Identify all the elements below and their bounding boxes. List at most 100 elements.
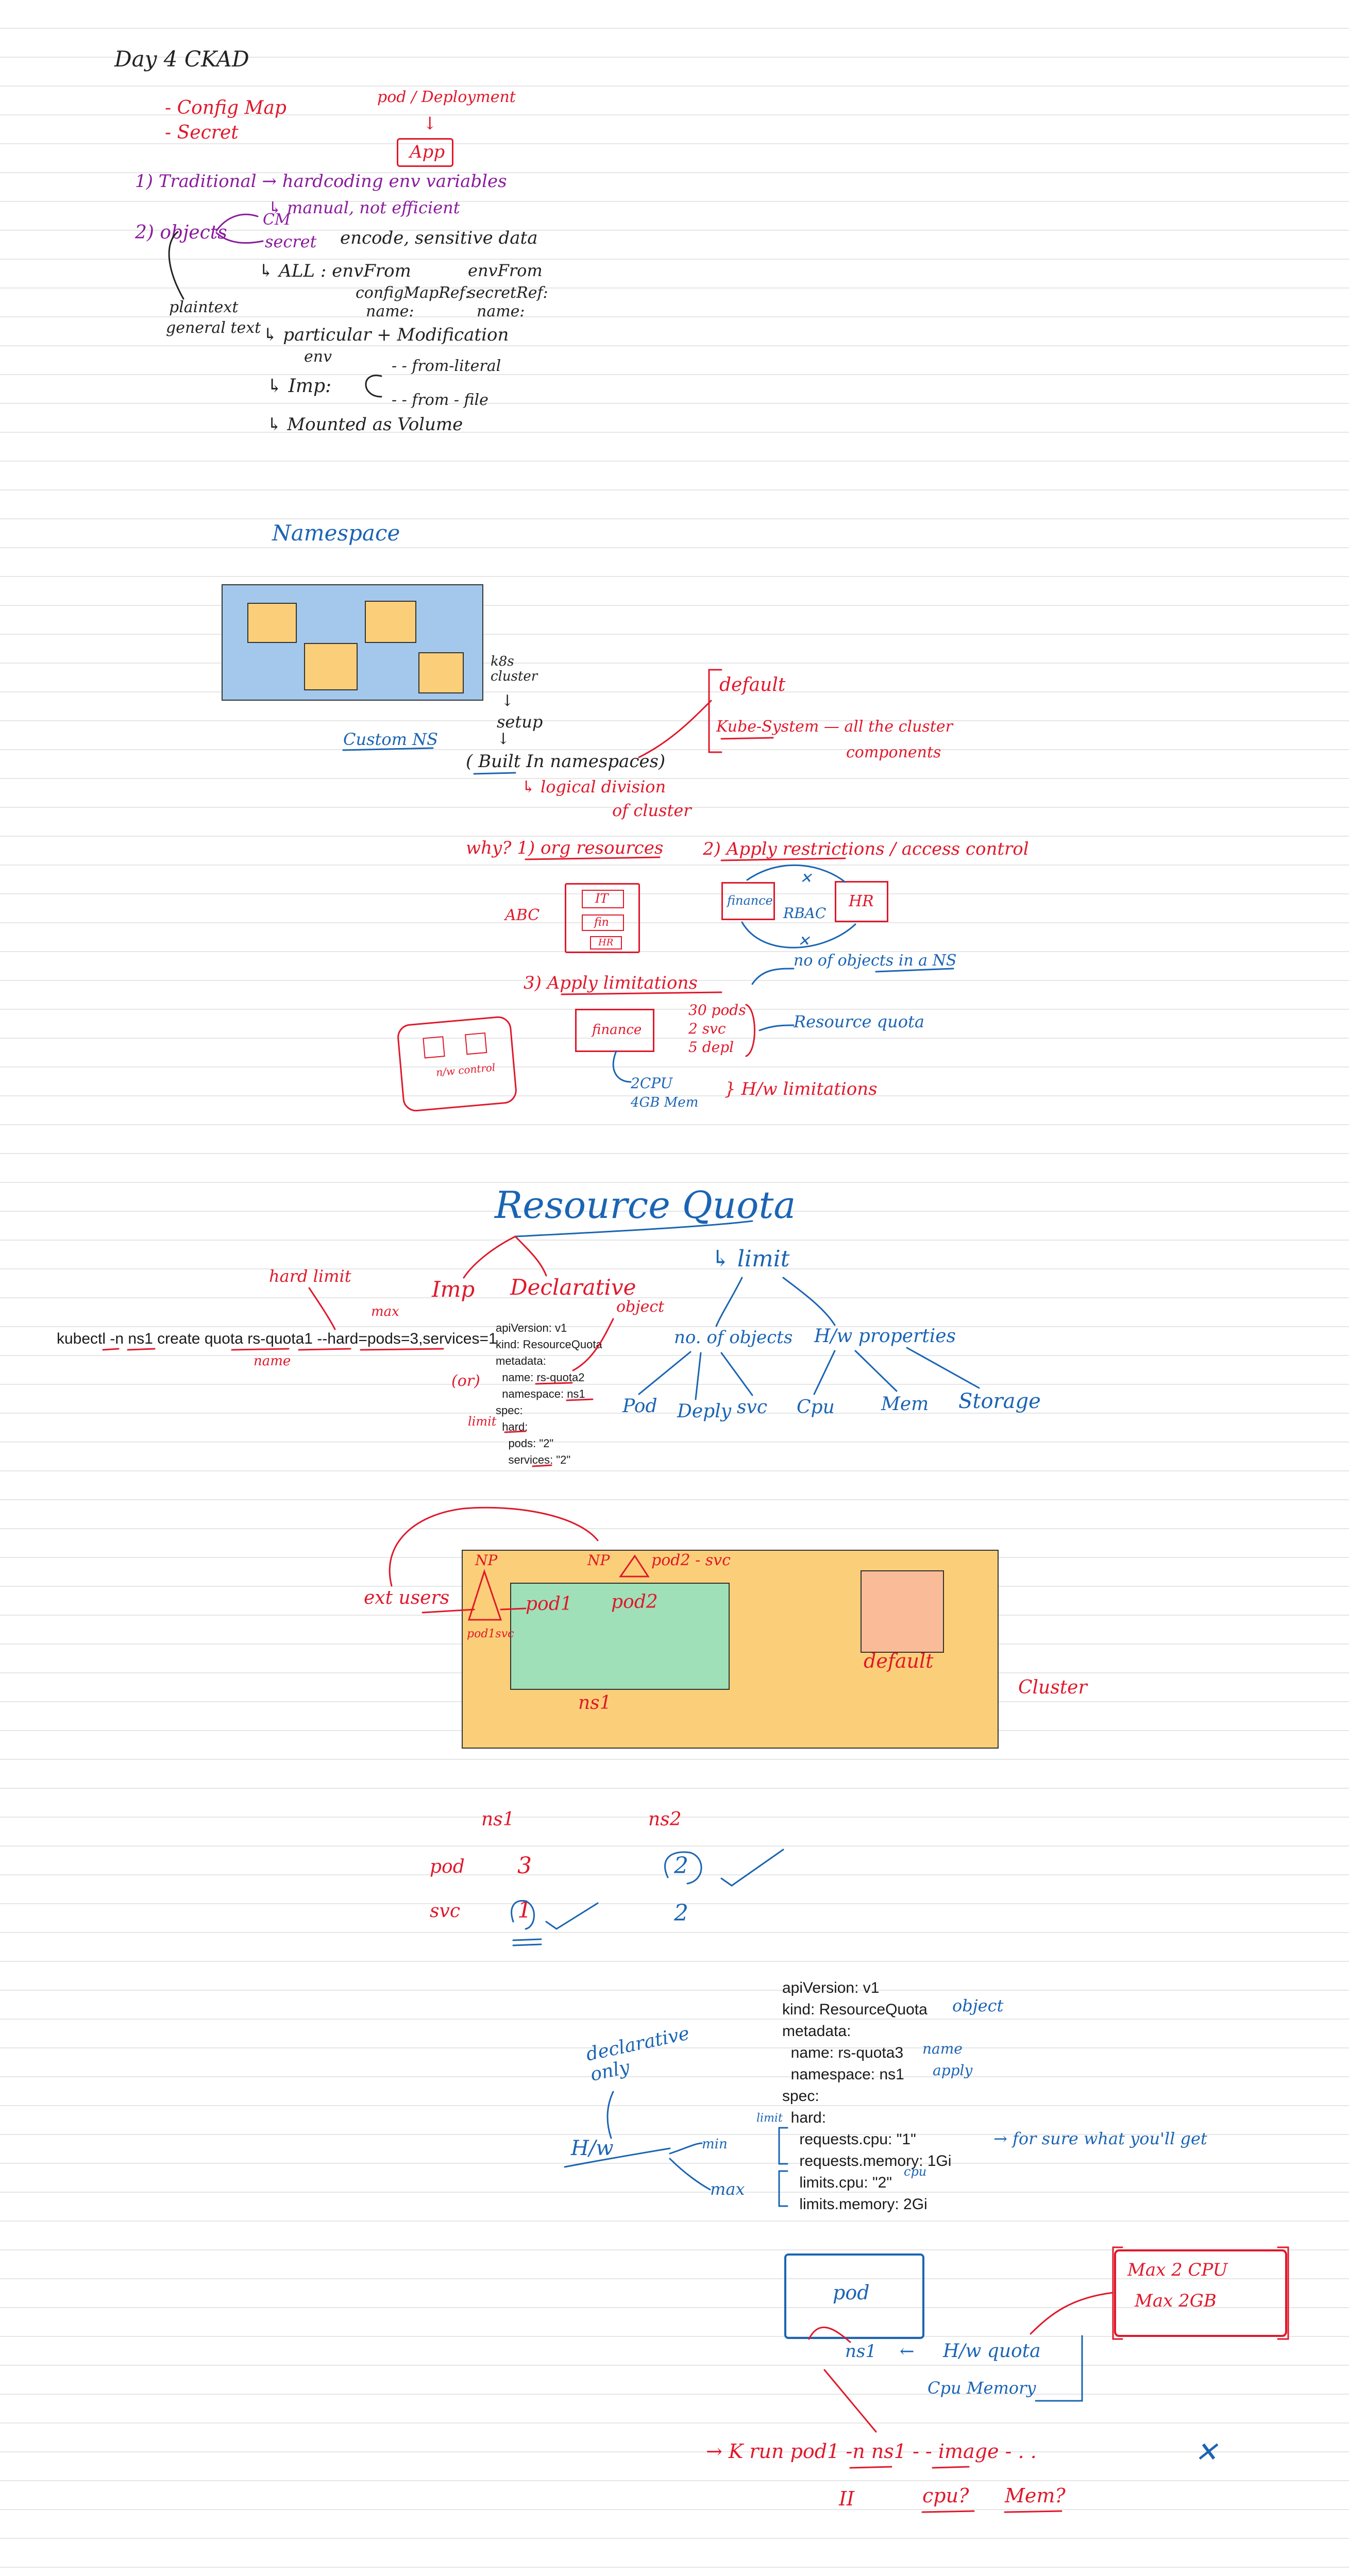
no-objects-ns: no of objects in a NS xyxy=(794,952,957,970)
leaf-mem: Mem xyxy=(881,1394,929,1415)
ns1-label: ns1 xyxy=(578,1692,612,1714)
hr-label: HR xyxy=(849,892,874,910)
default-bracket xyxy=(708,669,722,753)
default-ns: default xyxy=(719,674,786,696)
ns-block xyxy=(418,652,464,693)
envfrom-2: envFrom xyxy=(468,261,543,280)
secret-label: secret xyxy=(265,232,317,251)
arrow-down-icon: ↓ xyxy=(497,730,510,748)
yaml-line: kind: ResourceQuota xyxy=(496,1338,602,1351)
item2-label: 2) objects xyxy=(135,222,227,243)
max-to-quota xyxy=(1030,2292,1114,2335)
np-label-2: NP xyxy=(587,1552,610,1569)
all-envfrom: ↳ ALL : envFrom xyxy=(259,261,411,281)
no-objects-underline xyxy=(875,968,954,973)
limit-label: limit xyxy=(756,2112,783,2125)
pod1svc-label: pod1svc xyxy=(467,1628,514,1640)
name-note: name xyxy=(254,1353,291,1369)
ns2-svc-value: 2 xyxy=(674,1900,688,1926)
ns2-pod-value: 2 xyxy=(674,1853,688,1879)
yaml-line: requests.memory: 1Gi xyxy=(782,2153,952,2170)
yaml-line: limits.cpu: "2" xyxy=(782,2174,892,2191)
hw-limitations: } H/w limitations xyxy=(724,1079,878,1099)
hardlimit-arrow xyxy=(308,1287,336,1330)
max-cpu-label: Max 2 CPU xyxy=(1127,2260,1228,2280)
x-mark-icon: ✕ xyxy=(1194,2436,1218,2468)
builtin-underline xyxy=(473,772,516,775)
max-mem-label: Max 2GB xyxy=(1135,2291,1217,2311)
resource-quota-title: Resource Quota xyxy=(495,1183,796,1227)
no-of-objects: no. of objects xyxy=(674,1327,793,1348)
pod-box: pod xyxy=(784,2253,924,2339)
leaf-storage: Storage xyxy=(958,1389,1041,1413)
ns2-pod-circle xyxy=(664,1851,702,1885)
org-underline xyxy=(525,856,661,860)
ns1-svc-circle xyxy=(511,1900,535,1930)
np-to-pod1 xyxy=(500,1607,527,1611)
item1-note: ↳ manual, not efficient xyxy=(268,198,460,217)
pods-30: 30 pods xyxy=(688,1002,746,1019)
yaml-line: name: rs-quota3 xyxy=(782,2044,904,2061)
title-to-imp xyxy=(463,1235,516,1279)
day4-title: Day 4 CKAD xyxy=(114,46,249,72)
kube-system-ns: Kube-System — all the cluster xyxy=(716,718,953,736)
apply-restrictions: 2) Apply restrictions / access control xyxy=(703,839,1029,859)
abc-label: ABC xyxy=(505,906,540,924)
run-underlines xyxy=(849,2466,1063,2513)
yaml-underlines xyxy=(504,1382,594,1467)
app-box-label: App xyxy=(410,142,445,162)
cpu-2: 2CPU xyxy=(631,1075,673,1092)
col-ns1: ns1 xyxy=(481,1809,515,1830)
app-caption: pod / Deployment xyxy=(377,88,516,106)
imp-bracket xyxy=(365,375,382,398)
title-underline xyxy=(514,1220,753,1238)
yaml-line: pods: "2" xyxy=(496,1437,554,1450)
pod1-label: pod1 xyxy=(526,1594,572,1615)
builtin-namespaces: ( Built In namespaces) xyxy=(466,751,666,772)
custom-ns-underline xyxy=(342,747,434,751)
ns-block xyxy=(365,601,416,643)
hw-to-min-max xyxy=(669,2142,711,2191)
yaml-line: name: rs-quota2 xyxy=(496,1371,585,1384)
limit-to-objects xyxy=(715,1277,743,1327)
finance-box: finance xyxy=(721,882,775,920)
default-label: default xyxy=(864,1650,934,1672)
ns-block xyxy=(247,603,297,643)
for-sure-note: → for sure what you'll get xyxy=(993,2129,1207,2148)
topic-configmap: - Config Map xyxy=(165,97,286,118)
ns1-to-pod xyxy=(808,2327,851,2343)
from-literal: - - from-literal xyxy=(392,357,501,375)
np-label: NP xyxy=(475,1552,498,1569)
leaf-cpu: Cpu xyxy=(797,1397,835,1418)
yaml-line: spec: xyxy=(496,1404,523,1417)
ext-to-np xyxy=(421,1608,475,1614)
limit-note: limit xyxy=(468,1414,497,1429)
k8s-cluster-label: k8s cluster xyxy=(491,654,538,684)
yaml-line: hard: xyxy=(782,2109,827,2126)
name-field-2: name: xyxy=(477,302,525,320)
hw-properties: H/w properties xyxy=(814,1326,956,1347)
name-note: name xyxy=(922,2040,963,2057)
max-label: max xyxy=(710,2179,745,2199)
yaml-line: spec: xyxy=(782,2088,819,2105)
np-triangle-1 xyxy=(467,1569,502,1621)
cm-label: CM xyxy=(263,211,291,229)
cross-icon: ✕ xyxy=(800,870,812,887)
secret-note: encode, sensitive data xyxy=(340,228,538,248)
max-limits-box: Max 2 CPU Max 2GB xyxy=(1114,2249,1287,2337)
builtin-to-default xyxy=(638,700,712,758)
hr-small-label: HR xyxy=(598,937,614,948)
limit-to-hw xyxy=(782,1277,836,1326)
ns1-box xyxy=(510,1583,730,1690)
yaml-line: services: "2" xyxy=(496,1453,571,1466)
row-pod: pod xyxy=(430,1856,465,1877)
resource-quota-label: Resource quota xyxy=(794,1012,924,1031)
ext-users-label: ext users xyxy=(364,1587,450,1608)
hw-arrow xyxy=(612,1050,632,1083)
svc-2: 2 svc xyxy=(688,1020,726,1037)
leaf-pod: Pod xyxy=(622,1396,657,1417)
finance-box-2: finance xyxy=(575,1009,654,1052)
limits-bracket xyxy=(778,2170,788,2207)
general-text-label: general text xyxy=(166,319,261,337)
particular-text: ↳ particular + Modification xyxy=(263,325,509,345)
